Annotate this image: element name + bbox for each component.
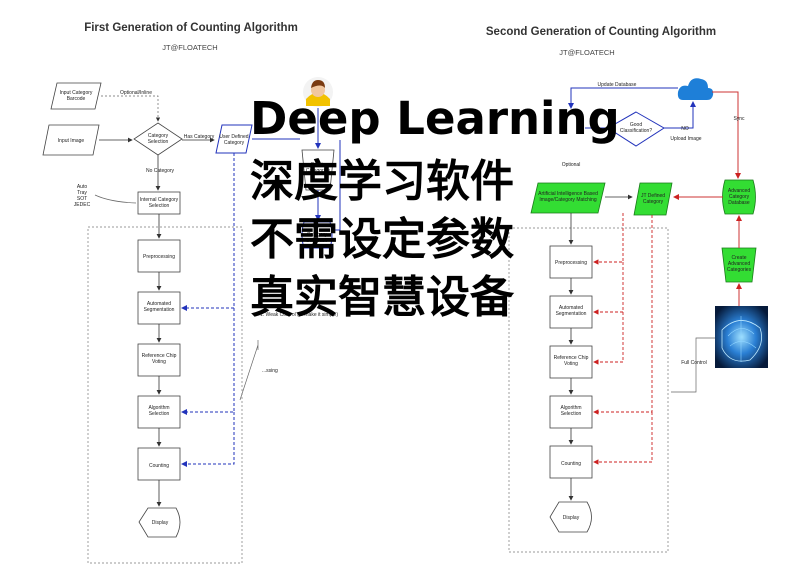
person-icon xyxy=(303,77,333,107)
right-preprocessing-label: Preprocessing xyxy=(555,260,587,266)
left-title: First Generation of Counting Algorithm xyxy=(84,22,298,34)
right-display-label: Display xyxy=(563,515,580,521)
blue-link-algorithm xyxy=(181,308,235,415)
blue-link-counting xyxy=(181,412,235,467)
right-edge-optional: Optional xyxy=(562,162,581,168)
right-display-node: Display xyxy=(549,501,592,533)
left-note-3: ...ssing xyxy=(262,368,278,374)
right-edge-update-db: Update Database xyxy=(598,82,637,88)
blue-link-segmentation xyxy=(181,153,235,311)
right-preprocessing-node: Preprocessing xyxy=(549,245,593,279)
right-title: Second Generation of Counting Algorithm xyxy=(486,26,716,38)
left-preprocessing-node: Preprocessing xyxy=(137,239,181,273)
headline-line-4: 真实智慧设备 xyxy=(250,272,514,323)
left-preprocessing-label: Preprocessing xyxy=(143,254,175,260)
left-counting-label: Counting xyxy=(149,463,169,469)
left-subtitle: JT@FLOATECH xyxy=(162,43,217,52)
headline-line-3: 不需设定参数 xyxy=(250,214,514,265)
right-region xyxy=(508,227,669,553)
right-subtitle: JT@FLOATECH xyxy=(559,48,614,57)
right-counting-label: Counting xyxy=(561,461,581,467)
left-display-label: Display xyxy=(152,520,169,526)
red-link-count xyxy=(593,412,653,465)
left-edge-optional: Optional/Inline xyxy=(120,90,152,96)
right-edge-no: NO xyxy=(681,126,689,132)
right-edge-full-control: Full Control xyxy=(681,360,707,366)
headline-overlay: Deep Learning 深度学习软件 不需设定参数 真实智慧设备 xyxy=(250,92,620,334)
edge-auto-list xyxy=(94,194,137,204)
headline-deep-learning: Deep Learning xyxy=(250,92,620,145)
red-link-pre xyxy=(593,213,624,265)
right-edge-sync: Sync xyxy=(733,116,745,122)
headline-line-2: 深度学习软件 xyxy=(250,156,514,207)
left-edge-no-category: No Category xyxy=(146,168,175,174)
right-counting-node: Counting xyxy=(549,445,593,479)
left-counting-node: Counting xyxy=(137,447,181,481)
left-note-weak: 1. Weak Control (to make it simple) xyxy=(260,312,338,318)
left-input-image-label: Input Image xyxy=(58,138,85,144)
blue-link-update-db xyxy=(568,87,678,109)
left-edge-has-category: Has Category xyxy=(184,134,215,140)
left-input-image-node: Input Image xyxy=(42,124,100,156)
left-display-node: Display xyxy=(138,507,181,538)
edge-barcode-to-selection xyxy=(101,95,161,122)
cloud-icon xyxy=(677,78,714,100)
blue-link-upload xyxy=(664,101,696,129)
brain-icon xyxy=(715,306,768,368)
red-link-vote xyxy=(593,312,624,365)
gray-link-full-control xyxy=(671,337,715,393)
blue-link-db-back xyxy=(334,140,341,231)
note-bracket xyxy=(239,340,259,401)
red-link-sync xyxy=(712,91,741,179)
right-edge-upload: Upload Image xyxy=(670,136,701,142)
